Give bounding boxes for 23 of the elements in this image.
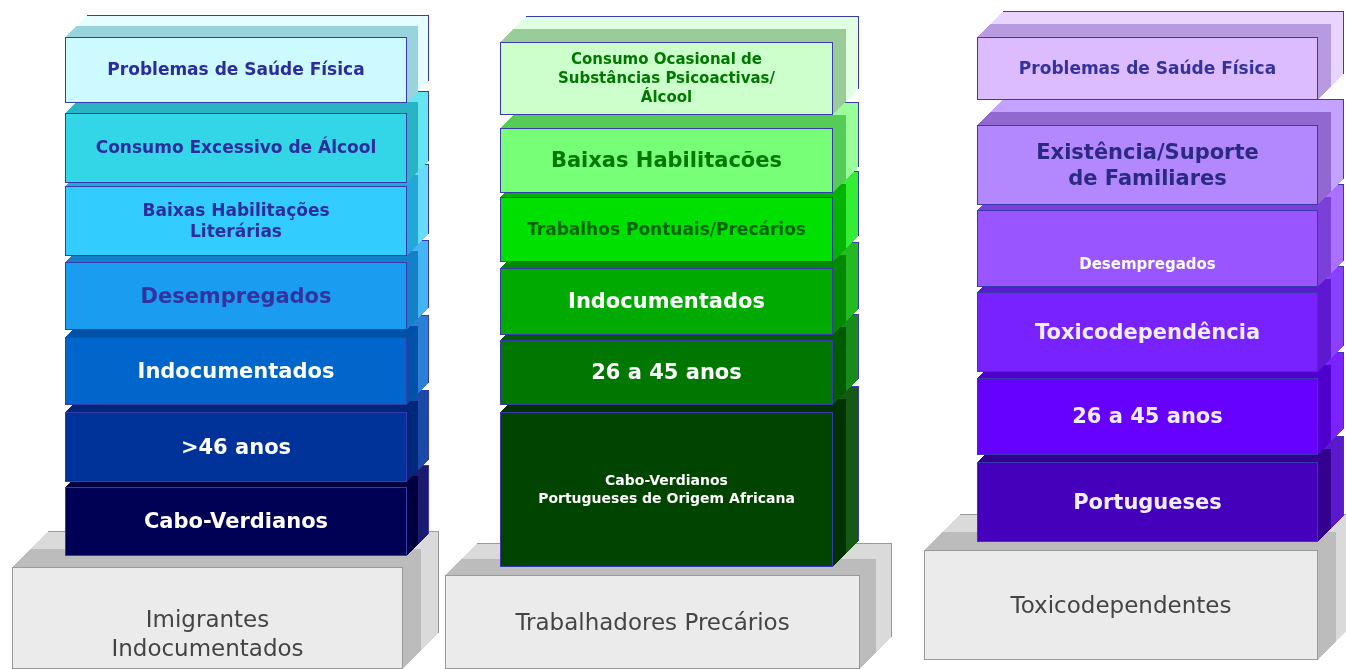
block-label: Toxicodependência <box>1034 318 1261 346</box>
block-label: Desempregados <box>140 282 332 310</box>
block-label: Portugueses <box>1073 488 1222 516</box>
block-label: Imigrantes Indocumentados <box>110 605 305 663</box>
block-label: Problemas de Saúde Física <box>107 59 365 81</box>
block-label: Cabo-Verdianos <box>143 508 329 535</box>
block-label: Consumo Excessivo de Álcool <box>95 137 377 159</box>
block-label: Indocumentados <box>568 288 765 315</box>
block-label: Problemas de Saúde Física <box>1018 57 1277 80</box>
block-label: Baixas Habilitacões <box>550 147 783 174</box>
block-label: Cabo-Verdianos <box>605 472 728 490</box>
block-label: 26 a 45 anos <box>591 359 742 386</box>
block-label: Consumo Ocasional de Substâncias Psicoactivas/Álcool <box>556 50 777 107</box>
block-label: Portugueses de Origem Africana <box>538 489 795 507</box>
block-label: >46 anos <box>180 433 292 461</box>
block-label: Indocumentados <box>137 357 335 385</box>
block-label: Trabalhadores Precários <box>515 607 790 637</box>
block-label: Existência/Suporte de Familiares <box>1035 138 1260 192</box>
block-label: 26 a 45 anos <box>1072 403 1223 430</box>
block-label: Desempregados <box>1079 255 1216 274</box>
block-label: Baixas Habilitações Literárias <box>141 199 331 243</box>
block-label: Trabalhos Pontuais/Precários <box>527 218 806 241</box>
block-label: Toxicodependentes <box>1010 590 1232 620</box>
